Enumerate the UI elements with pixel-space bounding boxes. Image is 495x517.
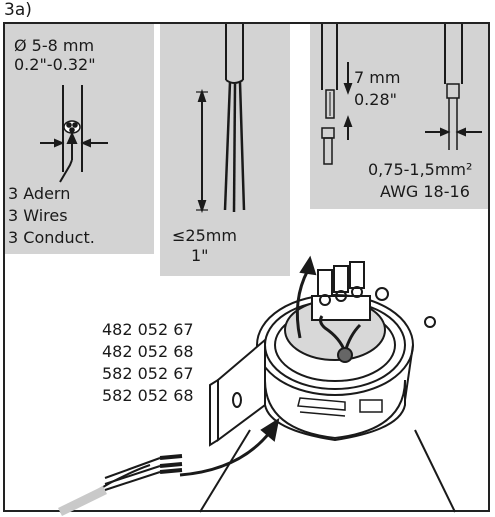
part-number: 482 052 68: [102, 342, 194, 361]
part-number: 582 052 67: [102, 364, 194, 383]
part-number: 482 052 67: [102, 320, 194, 339]
cable-diameter-inch: 0.2"-0.32": [14, 55, 96, 74]
wire-cross-section: 0,75-1,5mm²: [368, 160, 473, 179]
wire-end-panel: [310, 24, 488, 209]
cable-cores-de: 3 Adern: [8, 184, 71, 203]
cable-cores-fr: 3 Conduct.: [8, 228, 95, 247]
part-number: 582 052 68: [102, 386, 194, 405]
strip-end-mm: 7 mm: [354, 68, 401, 87]
step-label: 3a): [4, 0, 32, 20]
wire-awg: AWG 18-16: [380, 182, 470, 201]
cable-cores-en: 3 Wires: [8, 206, 68, 225]
strip-end-inch: 0.28": [354, 90, 397, 109]
cable-diameter-panel: [5, 24, 154, 254]
strip-length-inch: 1": [191, 246, 209, 265]
cable-diameter-mm: Ø 5-8 mm: [14, 36, 95, 55]
strip-length-mm: ≤25mm: [172, 226, 237, 245]
